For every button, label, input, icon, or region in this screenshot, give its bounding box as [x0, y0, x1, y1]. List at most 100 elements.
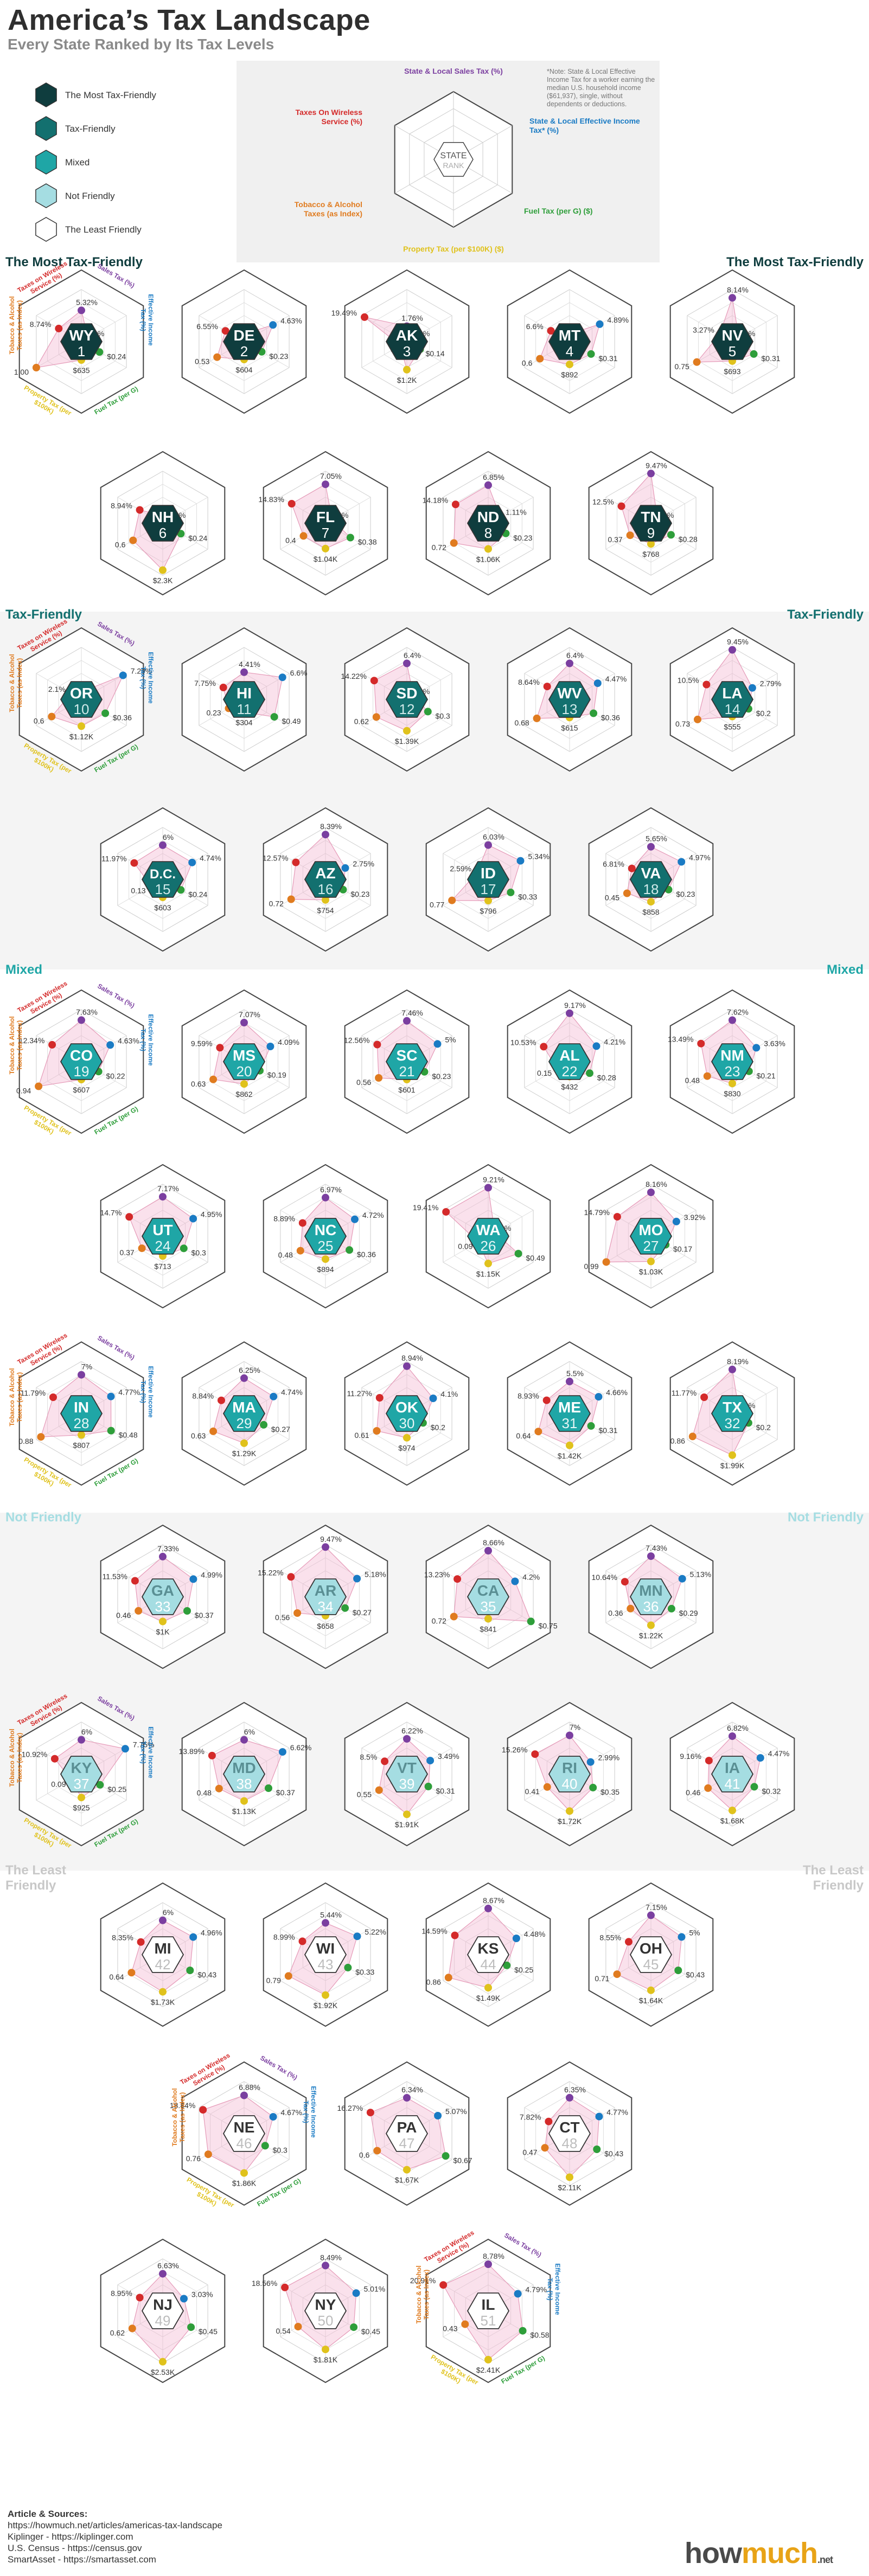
data-label: $841: [480, 1625, 496, 1634]
data-label: 4.89%: [607, 316, 629, 324]
data-label: 8.64%: [518, 678, 540, 686]
state-abbr: CA: [477, 1582, 499, 1599]
data-point: [322, 1193, 329, 1202]
data-label: 8.39%: [320, 822, 342, 831]
source-line[interactable]: U.S. Census - https://census.gov: [8, 2543, 142, 2553]
data-label: 8.84%: [192, 1392, 214, 1401]
state-rank: 5: [729, 343, 736, 359]
data-point: [32, 364, 40, 371]
data-label: 12.5%: [592, 498, 614, 506]
key-axis-label-property: Property Tax (per $100K) ($): [403, 245, 504, 253]
state-rank: 17: [481, 881, 496, 897]
data-point: [159, 1916, 167, 1924]
data-label: $607: [73, 1085, 90, 1094]
data-label: 0.54: [276, 2327, 290, 2335]
data-label: 7.29%: [131, 667, 152, 676]
state-center-hexagon: [629, 505, 673, 542]
state-rank: 26: [481, 1238, 496, 1254]
data-label: 0.73: [675, 720, 690, 728]
data-label: 7%: [570, 1723, 580, 1732]
state-center-hexagon: [385, 323, 429, 360]
data-label: 0.56: [356, 1078, 371, 1087]
data-point: [534, 1428, 542, 1436]
state-center-hexagon: [467, 861, 510, 898]
data-label: 14.83%: [258, 495, 284, 504]
data-label: $0.25: [107, 1785, 126, 1794]
source-line[interactable]: https://howmuch.net/articles/americas-ta…: [8, 2520, 222, 2530]
data-point: [49, 1393, 57, 1401]
data-point: [292, 858, 300, 866]
data-label: $604: [235, 365, 252, 374]
data-label: 8.94%: [111, 502, 132, 510]
data-point: [519, 2327, 527, 2335]
state-abbr: MT: [559, 327, 580, 344]
state-abbr: NH: [152, 509, 174, 525]
data-label: 6.25%: [239, 1366, 260, 1374]
data-point: [697, 1039, 705, 1048]
data-label: 9.21%: [483, 1175, 504, 1184]
state-rank: 12: [399, 701, 415, 717]
state-abbr: MN: [639, 1582, 663, 1599]
data-label: 11.79%: [21, 1389, 46, 1397]
data-point: [536, 355, 544, 363]
data-point: [674, 1967, 682, 1974]
data-label: $796: [480, 907, 496, 915]
data-label: $0.2: [756, 709, 771, 717]
data-point: [403, 2094, 411, 2102]
data-point: [621, 1578, 629, 1586]
data-point: [189, 1575, 197, 1583]
data-label: 8.94%: [401, 1354, 423, 1363]
state-rank: 46: [237, 2135, 252, 2151]
axis-name-label: Tobacco & AlcoholTaxes (as Index): [8, 1729, 23, 1787]
data-point: [78, 722, 85, 730]
data-label: $1.68K: [720, 1816, 745, 1825]
data-label: $0.25: [514, 1965, 533, 1974]
data-point: [647, 1911, 655, 1919]
data-point: [187, 2323, 195, 2331]
data-point: [136, 506, 144, 514]
data-point: [453, 1575, 462, 1583]
data-label: 4.47%: [768, 1749, 790, 1758]
state-abbr: AK: [396, 327, 418, 344]
data-label: $0.21: [757, 1071, 776, 1080]
data-label: $2.3K: [153, 576, 173, 585]
data-label: 8.95%: [111, 2289, 132, 2298]
data-point: [266, 1043, 274, 1050]
data-label: 6.62%: [290, 1743, 312, 1752]
data-label: 7.07%: [239, 1010, 260, 1019]
state-rank: 37: [74, 1776, 90, 1792]
data-point: [512, 1935, 520, 1942]
state-center-hexagon: [304, 2292, 347, 2329]
data-label: 10.92%: [22, 1750, 47, 1759]
data-point: [344, 1963, 352, 1971]
state-center-hexagon: [304, 1936, 347, 1973]
state-chart-nh: 0%0%$0.24$2.3K0.68.94%NH6: [100, 451, 226, 596]
data-point: [213, 353, 221, 361]
data-point: [678, 1933, 686, 1941]
state-rank: 2: [240, 343, 248, 359]
data-label: 6.6%: [526, 322, 544, 331]
state-rank: 48: [562, 2135, 578, 2151]
state-abbr: NJ: [153, 2296, 172, 2313]
page-subtitle: Every State Ranked by Its Tax Levels: [8, 36, 274, 53]
state-center-hexagon: [385, 681, 429, 718]
state-center-hexagon: [222, 2115, 266, 2152]
legend-hexagon-icon: [35, 116, 57, 141]
state-abbr: MA: [232, 1399, 256, 1416]
data-point: [281, 2283, 289, 2291]
state-abbr: UT: [152, 1222, 172, 1238]
data-label: 6.88%: [239, 2083, 260, 2092]
source-line[interactable]: SmartAsset - https://smartasset.com: [8, 2554, 156, 2565]
data-label: 12.56%: [344, 1036, 369, 1045]
legend-item-mixed: Mixed: [33, 149, 195, 176]
source-line[interactable]: Kiplinger - https://kiplinger.com: [8, 2532, 133, 2542]
